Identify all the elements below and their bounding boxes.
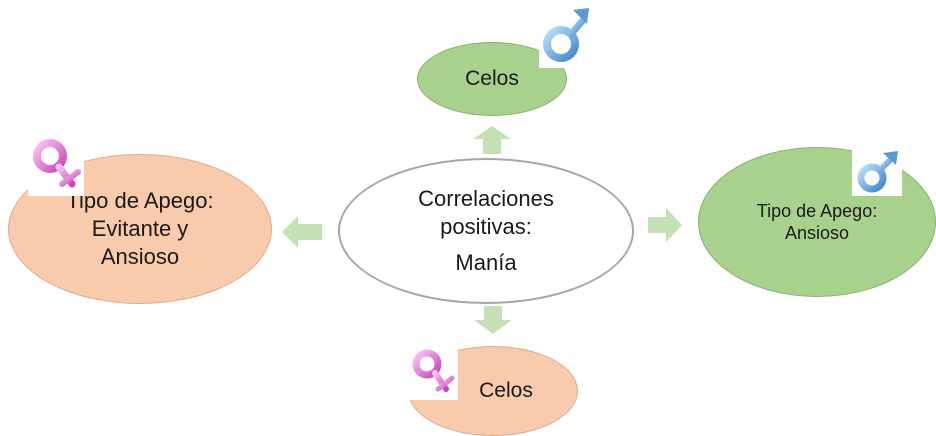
male-symbol-icon bbox=[539, 4, 591, 68]
center-node-mania: Correlaciones positivas: Manía bbox=[338, 158, 634, 304]
left-node-line3: Ansioso bbox=[100, 244, 180, 269]
right-node-apego-ansioso: Tipo de Apego: Ansioso bbox=[698, 147, 936, 297]
female-symbol-icon bbox=[408, 348, 458, 400]
center-node-line3: Manía bbox=[455, 250, 517, 275]
male-symbol-icon bbox=[852, 150, 902, 196]
arrow-down-icon bbox=[474, 306, 512, 334]
arrow-up-icon bbox=[473, 126, 511, 154]
right-node-line2: Ansioso bbox=[784, 223, 850, 243]
right-node-line1: Tipo de Apego: bbox=[756, 201, 878, 221]
female-symbol-icon bbox=[28, 138, 84, 196]
bottom-node-label: Celos bbox=[479, 379, 533, 402]
arrow-right-icon bbox=[648, 208, 682, 242]
left-node-line2: Evitante y bbox=[91, 216, 189, 241]
left-node-line1: Tipo de Apego: bbox=[66, 188, 214, 213]
center-node-line2: positivas: bbox=[440, 214, 532, 239]
arrow-left-icon bbox=[282, 216, 322, 248]
center-node-line1: Correlaciones bbox=[418, 186, 554, 211]
top-node-label: Celos bbox=[465, 67, 519, 90]
